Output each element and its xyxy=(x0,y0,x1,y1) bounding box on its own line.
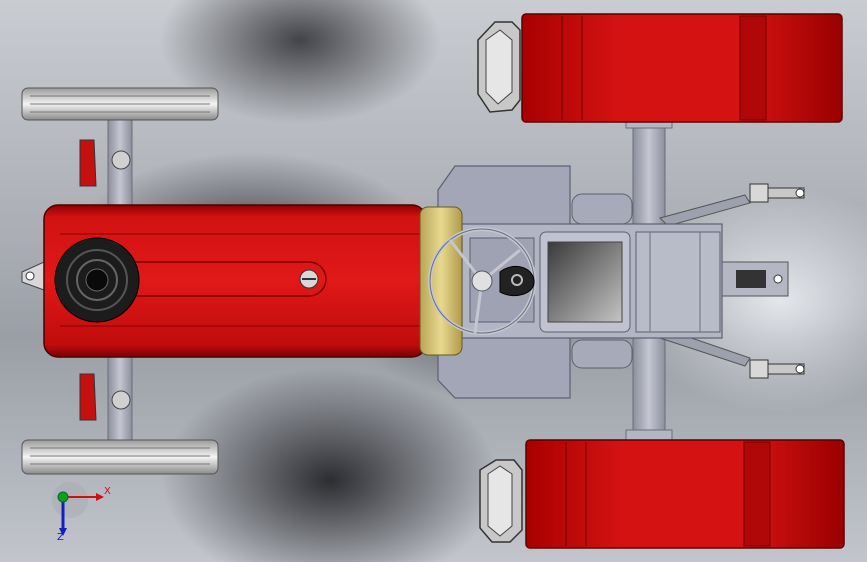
front-wheel-bottom[interactable] xyxy=(21,373,219,475)
axis-triad xyxy=(52,482,104,536)
y-axis-dot xyxy=(57,491,69,503)
dashboard xyxy=(419,206,463,356)
front-wheel-top[interactable] xyxy=(21,87,219,187)
three-point-hitch[interactable] xyxy=(659,183,805,379)
triad-x-label: X xyxy=(104,486,111,497)
triad-z-label: Z xyxy=(57,532,64,543)
rear-wheel-bottom[interactable] xyxy=(479,439,845,549)
rear-wheel-top[interactable] xyxy=(477,13,843,123)
engine-hood[interactable] xyxy=(21,204,427,358)
transmission-housing xyxy=(461,223,723,339)
steering-wheel[interactable] xyxy=(428,227,536,335)
